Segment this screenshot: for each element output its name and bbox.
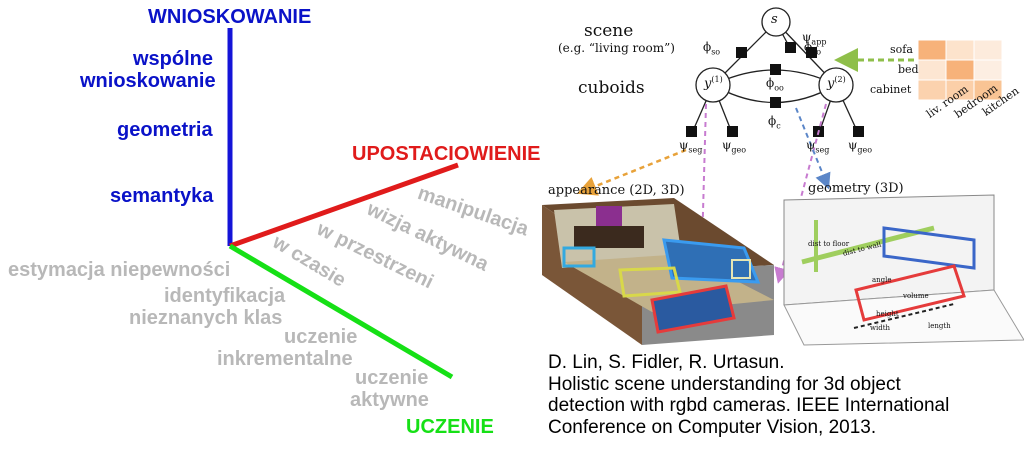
scene-example-label: (e.g. “living room”) [558,41,675,55]
appearance-label: appearance (2D, 3D) [548,183,685,198]
citation-line: Conference on Computer Vision, 2013. [548,416,877,438]
learning-item: uczenie [355,367,429,389]
learning-item: identyfikacja [164,285,286,307]
cuboids-label: cuboids [578,78,645,98]
embodiment-axis-title: UPOSTACIOWIENIE [352,143,541,165]
factor-label-psi-geo-2: ψgeo [848,138,873,155]
graph-node-y2-label: y(2) [827,75,846,92]
matrix-row-label: bed [898,63,919,76]
learning-item: estymacja niepewności [8,259,231,281]
graph-node-y1-label: y(1) [704,75,723,92]
citation-line: Holistic scene understanding for 3d obje… [548,373,901,395]
axes-diagram [227,28,459,380]
matrix-row-label: sofa [890,43,913,56]
factor-label-psi-seg-1: ψseg [679,138,703,155]
scene-label: scene [584,21,634,41]
geo-annotation: volume [903,292,929,300]
geometry-label: geometry (3D) [808,181,904,196]
geo-annotation: angle [872,276,892,284]
citation: D. Lin, S. Fidler, R. Urtasun. Holistic … [548,352,949,438]
factor-label-psi-seg-2: ψseg [806,138,830,155]
learning-axis-title: UCZENIE [406,416,494,438]
learning-item: inkrementalne [217,348,353,370]
inference-item: wspólne [133,48,214,70]
graph-node-s [761,7,791,37]
geometry-render [783,194,1024,346]
matrix-row-label: cabinet [870,83,912,96]
geo-annotation: dist to floor [808,240,850,248]
graph-node-y1 [695,67,731,103]
compatibility-matrix [917,39,1003,101]
factor-label-phi-so-right: ϕso [804,40,822,57]
learning-item: nieznanych klas [129,307,283,329]
factor-label-phi-c: ϕc [768,114,781,131]
appearance-render [542,198,774,345]
citation-line: detection with rgbd cameras. IEEE Intern… [548,395,950,416]
inference-axis-title: WNIOSKOWANIE [148,6,312,28]
citation-line: D. Lin, S. Fidler, R. Urtasun. [548,352,785,373]
geo-annotation: width [870,324,891,332]
factor-label-psi-app: ψapp [802,30,827,47]
factor-label-phi-so-left: ϕso [703,40,721,57]
learning-axis [228,243,454,380]
scene-figure [542,7,1024,346]
factor-label-psi-geo-1: ψgeo [722,138,747,155]
factor-label-phi-oo: ϕoo [766,76,784,93]
inference-item: geometria [117,119,213,141]
learning-item: uczenie [284,326,358,348]
geo-annotation: length [928,322,951,330]
inference-item: wnioskowanie [80,70,216,92]
geo-annotation: height [876,310,899,318]
inference-item: semantyka [110,185,214,207]
embodiment-axis [229,162,459,249]
graph-node-s-label: s [771,12,778,27]
learning-item: aktywne [350,389,429,411]
